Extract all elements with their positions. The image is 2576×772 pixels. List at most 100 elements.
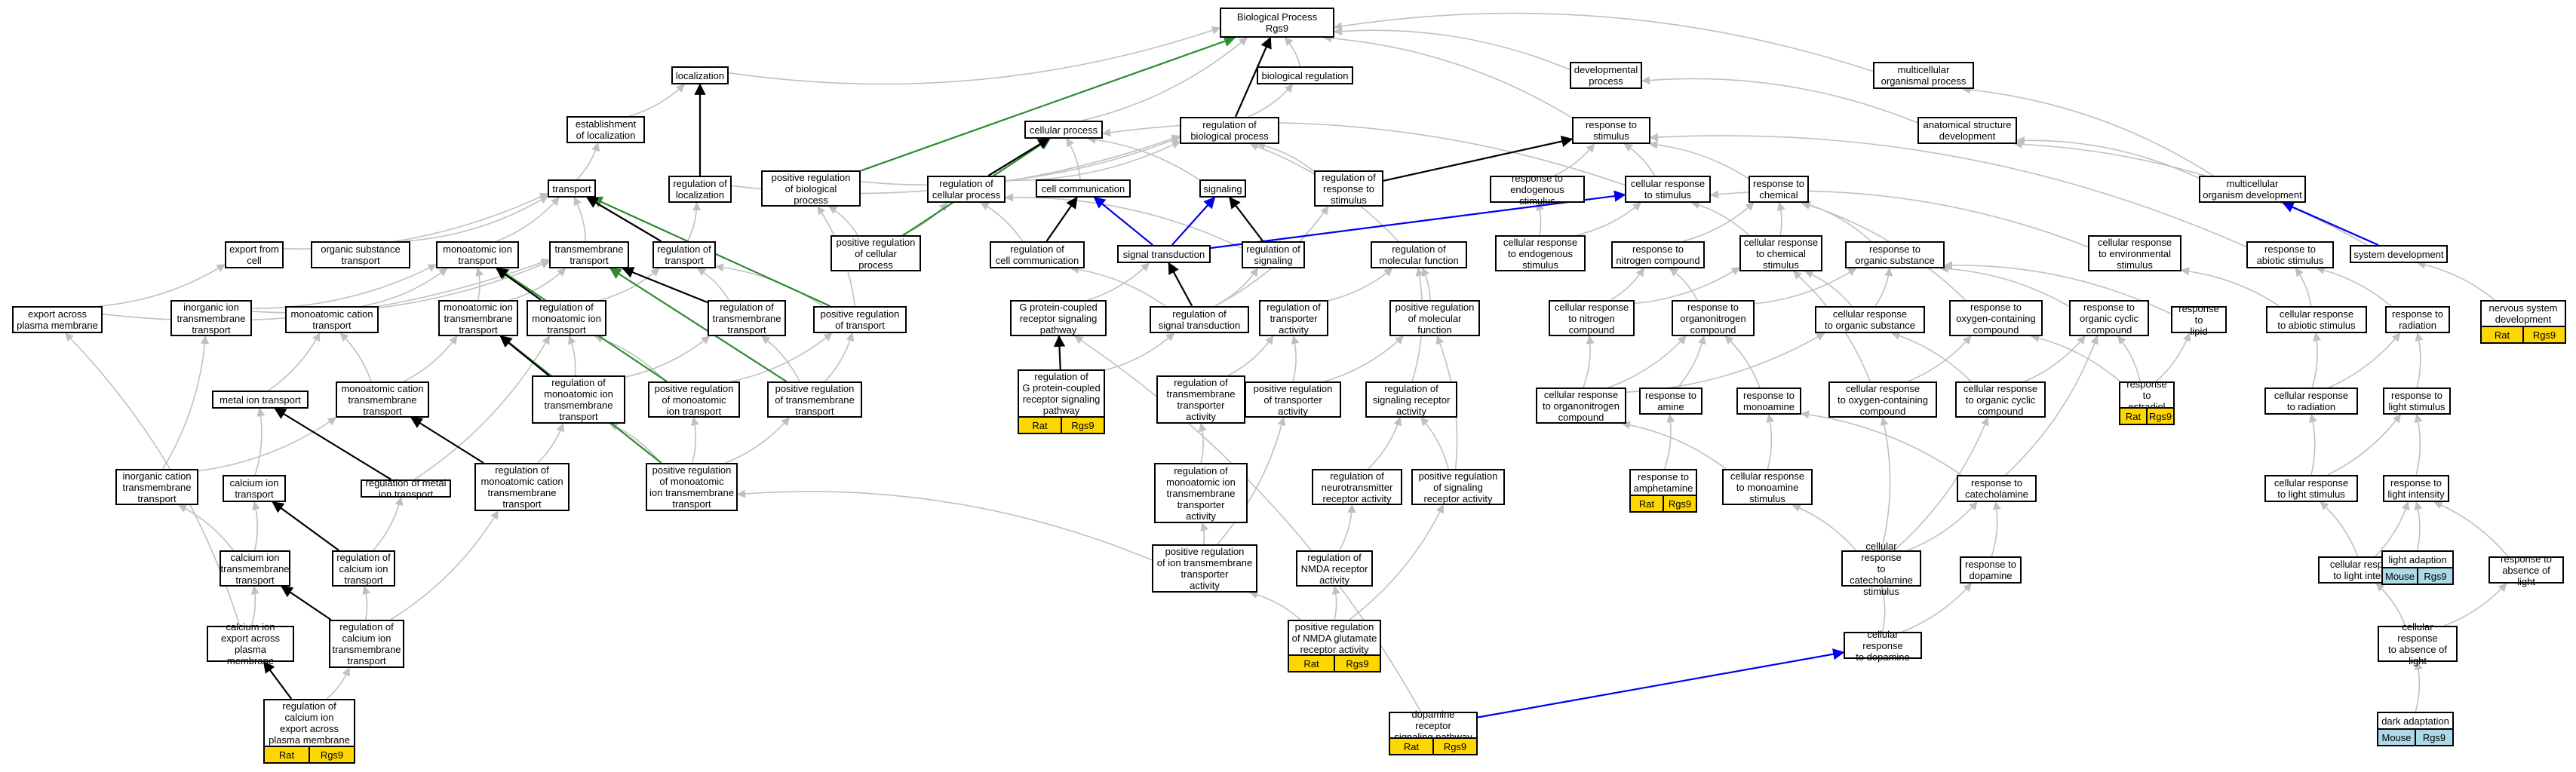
go-term-node-multiorgdev[interactable]: multicellular organism development: [2199, 176, 2306, 203]
go-term-node-posregbio[interactable]: positive regulation of biological proces…: [761, 170, 861, 207]
go-term-node-cellresprad[interactable]: cellular response to radiation: [2264, 388, 2358, 415]
go-term-node-metaliontrans[interactable]: metal ion transport: [212, 391, 309, 409]
go-term-node-bioreg[interactable]: biological regulation: [1257, 66, 1353, 84]
go-term-node-regtmtransact[interactable]: regulation of transmembrane transporter …: [1156, 375, 1245, 424]
go-term-node-cellrespendo[interactable]: cellular response to endogenous stimulus: [1495, 235, 1586, 271]
go-term-node-sysdev[interactable]: system development: [2350, 245, 2448, 263]
go-term-node-cellrespabsence[interactable]: cellular response to absence of light: [2378, 621, 2458, 666]
go-term-node-exportcell[interactable]: export from cell: [225, 241, 284, 268]
go-term-node-respnitro[interactable]: response to nitrogen compound: [1611, 241, 1705, 268]
go-term-node-respabsencelight[interactable]: response to absence of light: [2488, 553, 2564, 587]
go-term-node-cellresporgcyc[interactable]: cellular response to organic cyclic comp…: [1955, 381, 2046, 418]
go-term-node-regrespstim[interactable]: regulation of response to stimulus: [1314, 170, 1383, 207]
go-term-node-reggpcr[interactable]: regulation of G protein-coupled receptor…: [1018, 369, 1105, 418]
go-term-node-regbio[interactable]: regulation of biological process: [1180, 117, 1279, 144]
go-term-node-regneuro[interactable]: regulation of neurotransmitter receptor …: [1312, 469, 1402, 505]
go-term-node-posregtransact[interactable]: positive regulation of transporter activ…: [1245, 381, 1341, 418]
go-term-node-estloc[interactable]: establishment of localization: [566, 116, 645, 143]
go-term-node-respabio[interactable]: response to abiotic stimulus: [2246, 241, 2334, 268]
go-term-node-regmetalion[interactable]: regulation of metal ion transport: [361, 477, 451, 500]
go-term-node-multiorg[interactable]: multicellular organismal process: [1873, 62, 1974, 89]
go-term-node-lightadapt[interactable]: light adaption: [2381, 550, 2454, 568]
go-term-node-respamphet[interactable]: response to amphetamine: [1629, 469, 1697, 496]
go-term-node-regcellcomm[interactable]: regulation of cell communication: [990, 241, 1085, 268]
go-term-node-tmtrans[interactable]: transmembrane transport: [549, 241, 629, 268]
go-term-node-regtmtrans[interactable]: regulation of transmembrane transport: [708, 300, 786, 336]
go-term-node-posregmonoion[interactable]: positive regulation of monoatomic ion tr…: [648, 381, 740, 418]
go-term-node-regcellproc[interactable]: regulation of cellular process: [927, 176, 1006, 203]
go-term-node-posregtm[interactable]: positive regulation of transmembrane tra…: [767, 381, 862, 418]
go-term-node-cellrespabio[interactable]: cellular response to abiotic stimulus: [2266, 306, 2367, 333]
go-term-node-resplight[interactable]: response to light stimulus: [2383, 388, 2451, 415]
go-term-node-sigtrans[interactable]: signal transduction: [1117, 245, 1211, 263]
go-term-node-respstim[interactable]: response to stimulus: [1572, 117, 1650, 144]
go-term-node-cellrespchem[interactable]: cellular response to chemical stimulus: [1739, 235, 1822, 271]
go-term-node-regmonocattm[interactable]: regulation of monoatomic cation transmem…: [474, 463, 570, 511]
go-term-node-resporgsub[interactable]: response to organic substance: [1845, 241, 1945, 268]
go-term-node-resporgnitro[interactable]: response to organonitrogen compound: [1672, 300, 1755, 336]
go-term-node-nervsysdev[interactable]: nervous system development: [2480, 300, 2566, 327]
go-term-node-exportplasma[interactable]: export across plasma membrane: [12, 306, 103, 333]
go-term-node-bp[interactable]: Biological Process Rgs9: [1220, 8, 1334, 38]
go-term-node-regmonoiontmact[interactable]: regulation of monoatomic ion transmembra…: [1154, 463, 1248, 523]
go-term-node-regcaliontm[interactable]: regulation of calcium ion transmembrane …: [329, 620, 404, 668]
go-term-node-calciontm[interactable]: calcium ion transmembrane transport: [220, 550, 290, 587]
go-term-node-signaling[interactable]: signaling: [1199, 179, 1246, 198]
go-term-node-cellresporgsub[interactable]: cellular response to organic substance: [1815, 306, 1925, 333]
go-term-node-dopaminesig[interactable]: dopamine receptor signaling pathway: [1389, 709, 1478, 743]
go-term-node-respendo[interactable]: response to endogenous stimulus: [1490, 173, 1585, 207]
go-term-node-regcalcion[interactable]: regulation of calcium ion transport: [332, 550, 395, 587]
go-term-node-cellrespstim[interactable]: cellular response to stimulus: [1625, 176, 1711, 203]
go-term-node-cellresporgnitro[interactable]: cellular response to organonitrogen comp…: [1536, 388, 1626, 424]
go-term-node-regmonoiontrans[interactable]: regulation of monoatomic ion transport: [527, 300, 606, 336]
go-term-node-cellrespcatechol[interactable]: cellular response to catecholamine stimu…: [1841, 541, 1921, 597]
go-term-node-monoiontrans[interactable]: monoatomic ion transport: [436, 241, 519, 268]
go-term-node-respradiation[interactable]: response to radiation: [2385, 306, 2450, 333]
go-term-node-resplightint[interactable]: response to light intensity: [2383, 475, 2449, 502]
go-term-node-regsigrec[interactable]: regulation of signaling receptor activit…: [1365, 381, 1457, 418]
go-term-node-cellrespoxy[interactable]: cellular response to oxygen-containing c…: [1828, 381, 1937, 418]
go-term-node-orgsubtrans[interactable]: organic substance transport: [311, 241, 410, 268]
go-term-node-resporgcyc[interactable]: response to organic cyclic compound: [2069, 300, 2149, 336]
go-term-node-posregnmda[interactable]: positive regulation of NMDA glutamate re…: [1288, 620, 1381, 656]
go-term-node-cellrespenv[interactable]: cellular response to environmental stimu…: [2088, 235, 2181, 271]
go-term-node-darkadapt[interactable]: dark adaptation: [2377, 712, 2454, 730]
go-term-node-respdopamine[interactable]: response to dopamine: [1960, 556, 2022, 584]
go-term-node-respcatechol[interactable]: response to catecholamine: [1957, 475, 2037, 502]
go-term-node-cellresplight[interactable]: cellular response to light stimulus: [2264, 475, 2358, 502]
go-term-node-regnmda[interactable]: regulation of NMDA receptor activity: [1296, 550, 1373, 587]
go-term-node-regtrans[interactable]: regulation of transport: [652, 241, 716, 268]
go-term-node-monoiontm[interactable]: monoatomic ion transmembrane transport: [438, 300, 518, 336]
go-term-node-cellproc[interactable]: cellular process: [1024, 121, 1103, 139]
go-term-node-respestradiol[interactable]: response to estradiol: [2119, 378, 2175, 412]
go-term-node-cellrespdopamine[interactable]: cellular response to dopamine: [1844, 629, 1922, 663]
go-term-node-regsigtrans[interactable]: regulation of signal transduction: [1150, 306, 1249, 333]
go-term-node-respoxy[interactable]: response to oxygen-containing compound: [1949, 300, 2043, 336]
go-term-node-cellrespnitro[interactable]: cellular response to nitrogen compound: [1549, 300, 1635, 336]
go-term-node-resplipid[interactable]: response to lipid: [2171, 303, 2227, 337]
go-term-node-gpcr[interactable]: G protein-coupled receptor signaling pat…: [1010, 300, 1107, 336]
go-term-node-cellrespmono[interactable]: cellular response to monoamine stimulus: [1722, 469, 1813, 505]
go-term-node-regloc[interactable]: regulation of localization: [668, 176, 732, 203]
go-term-node-transport[interactable]: transport: [548, 179, 596, 198]
go-term-node-posregsigrec[interactable]: positive regulation of signaling recepto…: [1411, 469, 1505, 505]
go-term-node-inorgiontm[interactable]: inorganic ion transmembrane transport: [170, 300, 252, 336]
go-term-node-respamine[interactable]: response to amine: [1639, 388, 1702, 415]
go-term-node-posregmonoiontm[interactable]: positive regulation of monoatomic ion tr…: [646, 463, 738, 511]
go-term-node-regsig[interactable]: regulation of signaling: [1242, 241, 1305, 268]
go-term-node-calciontrans[interactable]: calcium ion transport: [223, 475, 286, 502]
go-term-node-anatdev[interactable]: anatomical structure development: [1917, 117, 2017, 144]
go-term-node-calcionexport[interactable]: calcium ion export across plasma membran…: [207, 621, 294, 666]
go-term-node-localization[interactable]: localization: [671, 66, 729, 84]
go-term-node-regtransact[interactable]: regulation of transporter activity: [1259, 300, 1328, 336]
go-term-node-devproc[interactable]: developmental process: [1570, 62, 1642, 89]
go-term-node-posregiontmact[interactable]: positive regulation of ion transmembrane…: [1152, 544, 1257, 593]
go-term-node-inorgcattm[interactable]: inorganic cation transmembrane transport: [115, 469, 198, 505]
go-term-node-posregcell[interactable]: positive regulation of cellular process: [831, 235, 921, 271]
go-term-node-regmolfun[interactable]: regulation of molecular function: [1371, 241, 1467, 268]
go-term-node-regcalcionexport[interactable]: regulation of calcium ion export across …: [263, 699, 355, 747]
go-term-node-respmonoamine[interactable]: response to monoamine: [1736, 388, 1801, 415]
go-term-node-regmonoiontm[interactable]: regulation of monoatomic ion transmembra…: [532, 375, 625, 424]
go-term-node-cellcomm[interactable]: cell communication: [1036, 179, 1131, 198]
go-term-node-monocattrans[interactable]: monoatomic cation transport: [285, 306, 379, 333]
